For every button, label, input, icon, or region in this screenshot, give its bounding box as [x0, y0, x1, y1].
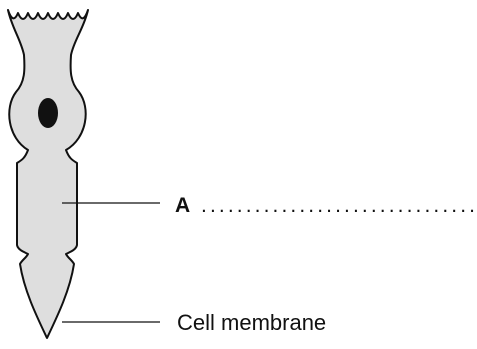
label-a-answer-line: ...............................	[201, 194, 475, 217]
nucleus	[38, 98, 58, 128]
label-a: A	[175, 194, 190, 217]
cell-body	[8, 10, 88, 338]
label-cell-membrane: Cell membrane	[177, 310, 326, 335]
